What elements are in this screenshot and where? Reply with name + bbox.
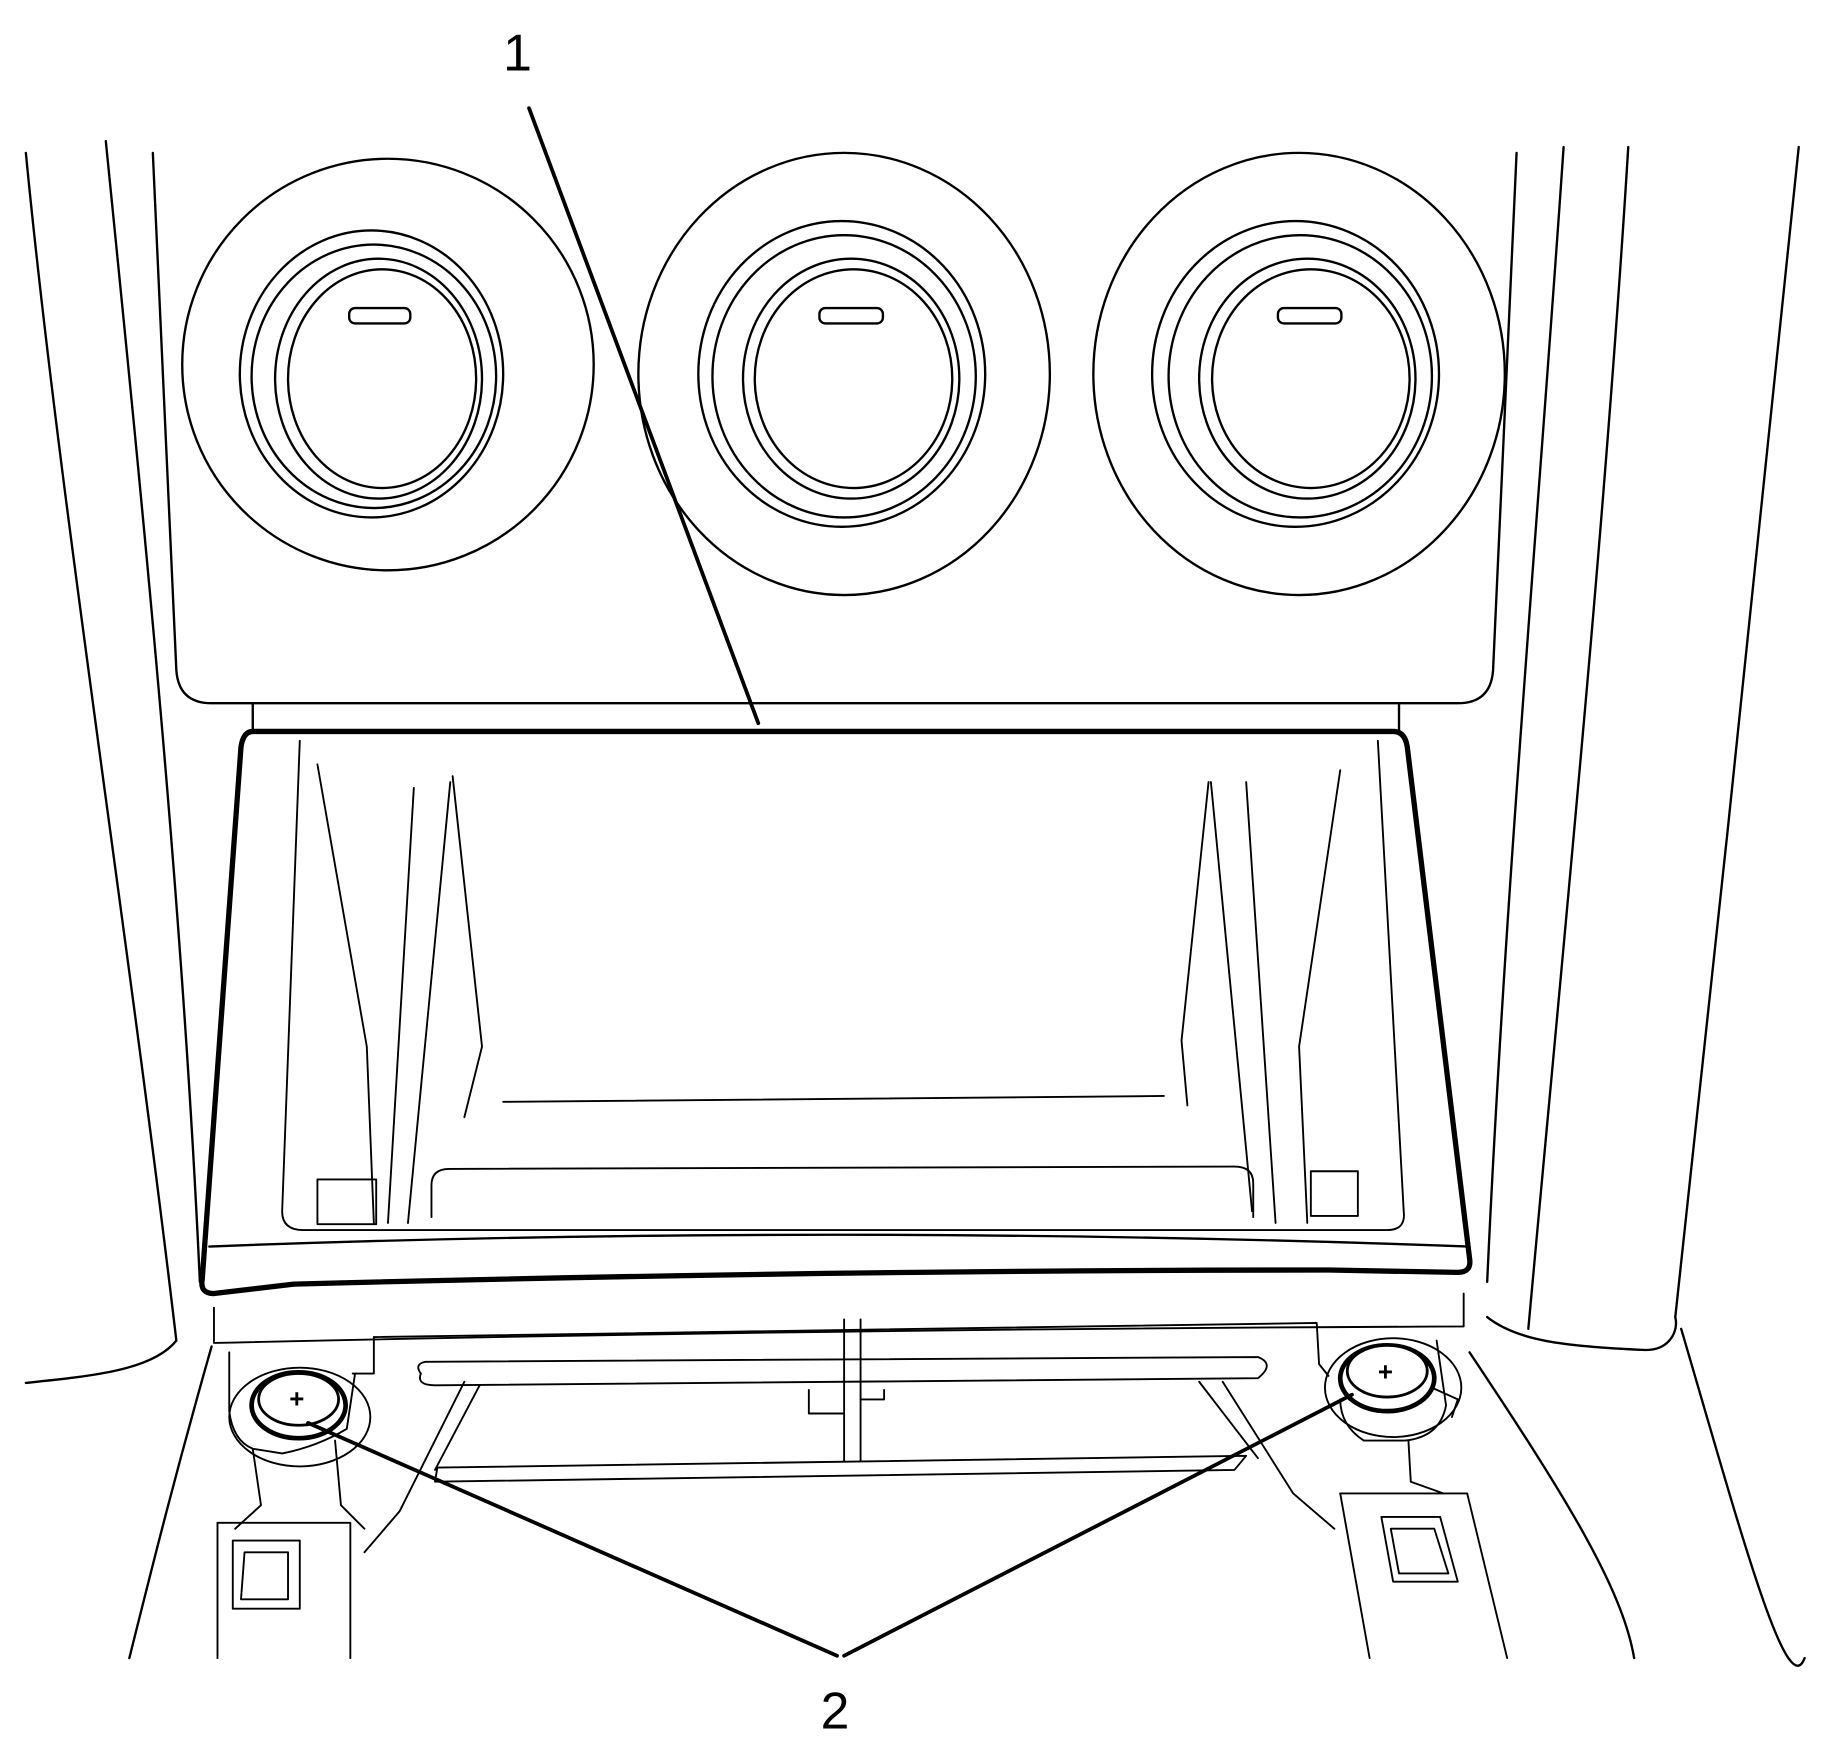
lower-bracket <box>213 1292 1509 1660</box>
console-side-contours <box>24 139 1806 1667</box>
callout-label-2: 2 <box>821 1682 850 1740</box>
knob-center[interactable] <box>637 151 1052 597</box>
screw-right[interactable]: + <box>1324 1337 1463 1438</box>
leader-2-left <box>306 1421 839 1658</box>
knob-left[interactable] <box>181 157 595 572</box>
knob-bezel-ring <box>637 151 1052 597</box>
knob-bezel-ring <box>1092 151 1506 597</box>
knob-bezel-ring <box>181 157 595 572</box>
screw-left[interactable]: + <box>228 1366 372 1468</box>
knob-indicator-icon <box>347 306 412 325</box>
storage-compartment[interactable] <box>199 728 1473 1297</box>
knob-indicator-icon <box>818 306 885 325</box>
callout-label-1: 1 <box>503 24 532 82</box>
callout-leaders <box>306 106 1354 1658</box>
knob-right[interactable] <box>1092 151 1506 597</box>
screw-head-icon: + <box>289 1386 304 1414</box>
upper-bezel <box>151 151 1518 733</box>
leader-1 <box>527 106 761 726</box>
knob-indicator-icon <box>1276 306 1343 325</box>
leader-2-right <box>842 1392 1354 1658</box>
screw-head-icon: + <box>1378 1359 1393 1387</box>
